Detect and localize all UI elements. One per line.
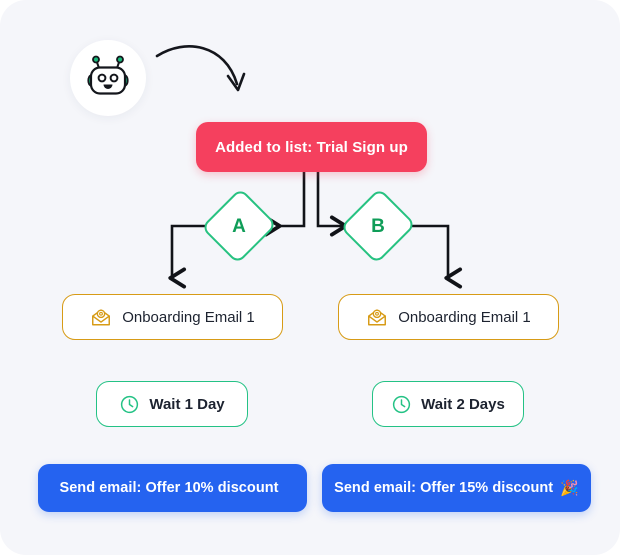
email-node-b[interactable]: Onboarding Email 1 <box>338 294 559 340</box>
wait-label-b: Wait 2 Days <box>421 395 505 413</box>
send-node-a[interactable]: Send email: Offer 10% discount <box>38 464 307 512</box>
clock-icon <box>119 394 140 415</box>
split-label-a: A <box>232 215 246 237</box>
wait-label-a: Wait 1 Day <box>149 395 225 413</box>
robot-icon <box>82 52 134 104</box>
send-label-a: Send email: Offer 10% discount <box>59 480 279 496</box>
trigger-node[interactable]: Added to list: Trial Sign up <box>196 122 427 172</box>
email-label-b: Onboarding Email 1 <box>398 308 531 326</box>
send-emoji-b: 🎉 <box>560 479 579 497</box>
connector-trigger-to-a <box>278 172 306 226</box>
split-node-b[interactable]: B <box>339 187 417 265</box>
split-label-b: B <box>371 215 385 237</box>
robot-avatar <box>70 40 146 116</box>
connector-a-to-email <box>172 224 212 278</box>
clock-icon <box>391 394 412 415</box>
envelope-at-icon <box>90 306 112 328</box>
connector-trigger-to-b <box>316 172 344 226</box>
envelope-at-icon <box>366 306 388 328</box>
trigger-label: Added to list: Trial Sign up <box>215 138 408 156</box>
split-node-a[interactable]: A <box>200 187 278 265</box>
email-node-a[interactable]: Onboarding Email 1 <box>62 294 283 340</box>
send-node-b[interactable]: Send email: Offer 15% discount 🎉 <box>322 464 591 512</box>
wait-node-a[interactable]: Wait 1 Day <box>96 381 248 427</box>
email-label-a: Onboarding Email 1 <box>122 308 255 326</box>
send-label-b: Send email: Offer 15% discount <box>334 480 554 496</box>
curved-arrow-icon <box>155 45 246 92</box>
wait-node-b[interactable]: Wait 2 Days <box>372 381 524 427</box>
connector-b-to-email <box>410 224 448 278</box>
